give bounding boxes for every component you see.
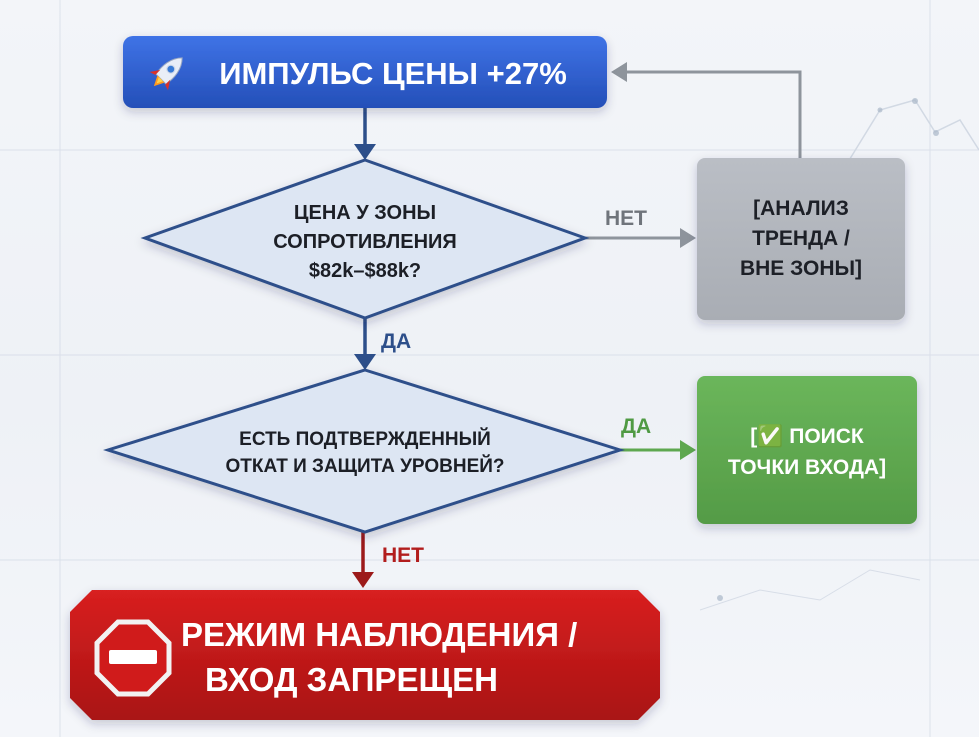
watch-mode-line-2: ВХОД ЗАПРЕЩЕН <box>205 661 498 698</box>
decision-zone-node <box>140 158 590 320</box>
trend-analysis-line-1: [АНАЛИЗ <box>753 197 849 220</box>
decision-pullback-line-1: ЕСТЬ ПОДТВЕРЖДЕННЫЙ <box>239 428 491 450</box>
watch-mode-line-1: РЕЖИМ НАБЛЮДЕНИЯ / <box>181 616 577 653</box>
decision-zone-line-2: СОПРОТИВЛЕНИЯ <box>273 231 457 253</box>
decision-zone-line-1: ЦЕНА У ЗОНЫ <box>294 202 436 224</box>
entry-search-line-1: [✅ ПОИСК <box>750 423 864 448</box>
edge-label-zone-yes: ДА <box>381 330 411 353</box>
watch-mode-node <box>70 590 660 720</box>
background-dots <box>717 98 939 601</box>
edge-zone-yes <box>354 318 376 370</box>
edge-label-pullback-no: НЕТ <box>382 544 424 567</box>
edge-pullback-no <box>352 532 374 588</box>
entry-search-line-2: ТОЧКИ ВХОДА] <box>728 456 886 479</box>
edge-pullback-yes <box>620 440 696 460</box>
trend-analysis-line-2: ТРЕНДА / <box>752 227 850 250</box>
entry-search-node <box>697 376 917 524</box>
decision-pullback-line-2: ОТКАТ И ЗАЩИТА УРОВНЕЙ? <box>225 455 504 477</box>
trend-analysis-node <box>697 158 905 320</box>
edge-label-zone-no: НЕТ <box>605 207 647 230</box>
stop-sign-icon <box>94 619 172 697</box>
edge-start-to-zone <box>354 108 376 160</box>
edge-label-pullback-yes: ДА <box>621 415 651 438</box>
trend-analysis-line-3: ВНЕ ЗОНЫ] <box>740 257 862 280</box>
decision-zone-line-3: $82k–$88k? <box>309 260 421 282</box>
edge-zone-no <box>585 228 696 248</box>
start-node <box>123 36 607 108</box>
decision-pullback-node <box>103 368 625 534</box>
edge-trend-to-start <box>611 62 802 158</box>
start-label: ИМПУЛЬС ЦЕНЫ +27% <box>219 56 567 91</box>
